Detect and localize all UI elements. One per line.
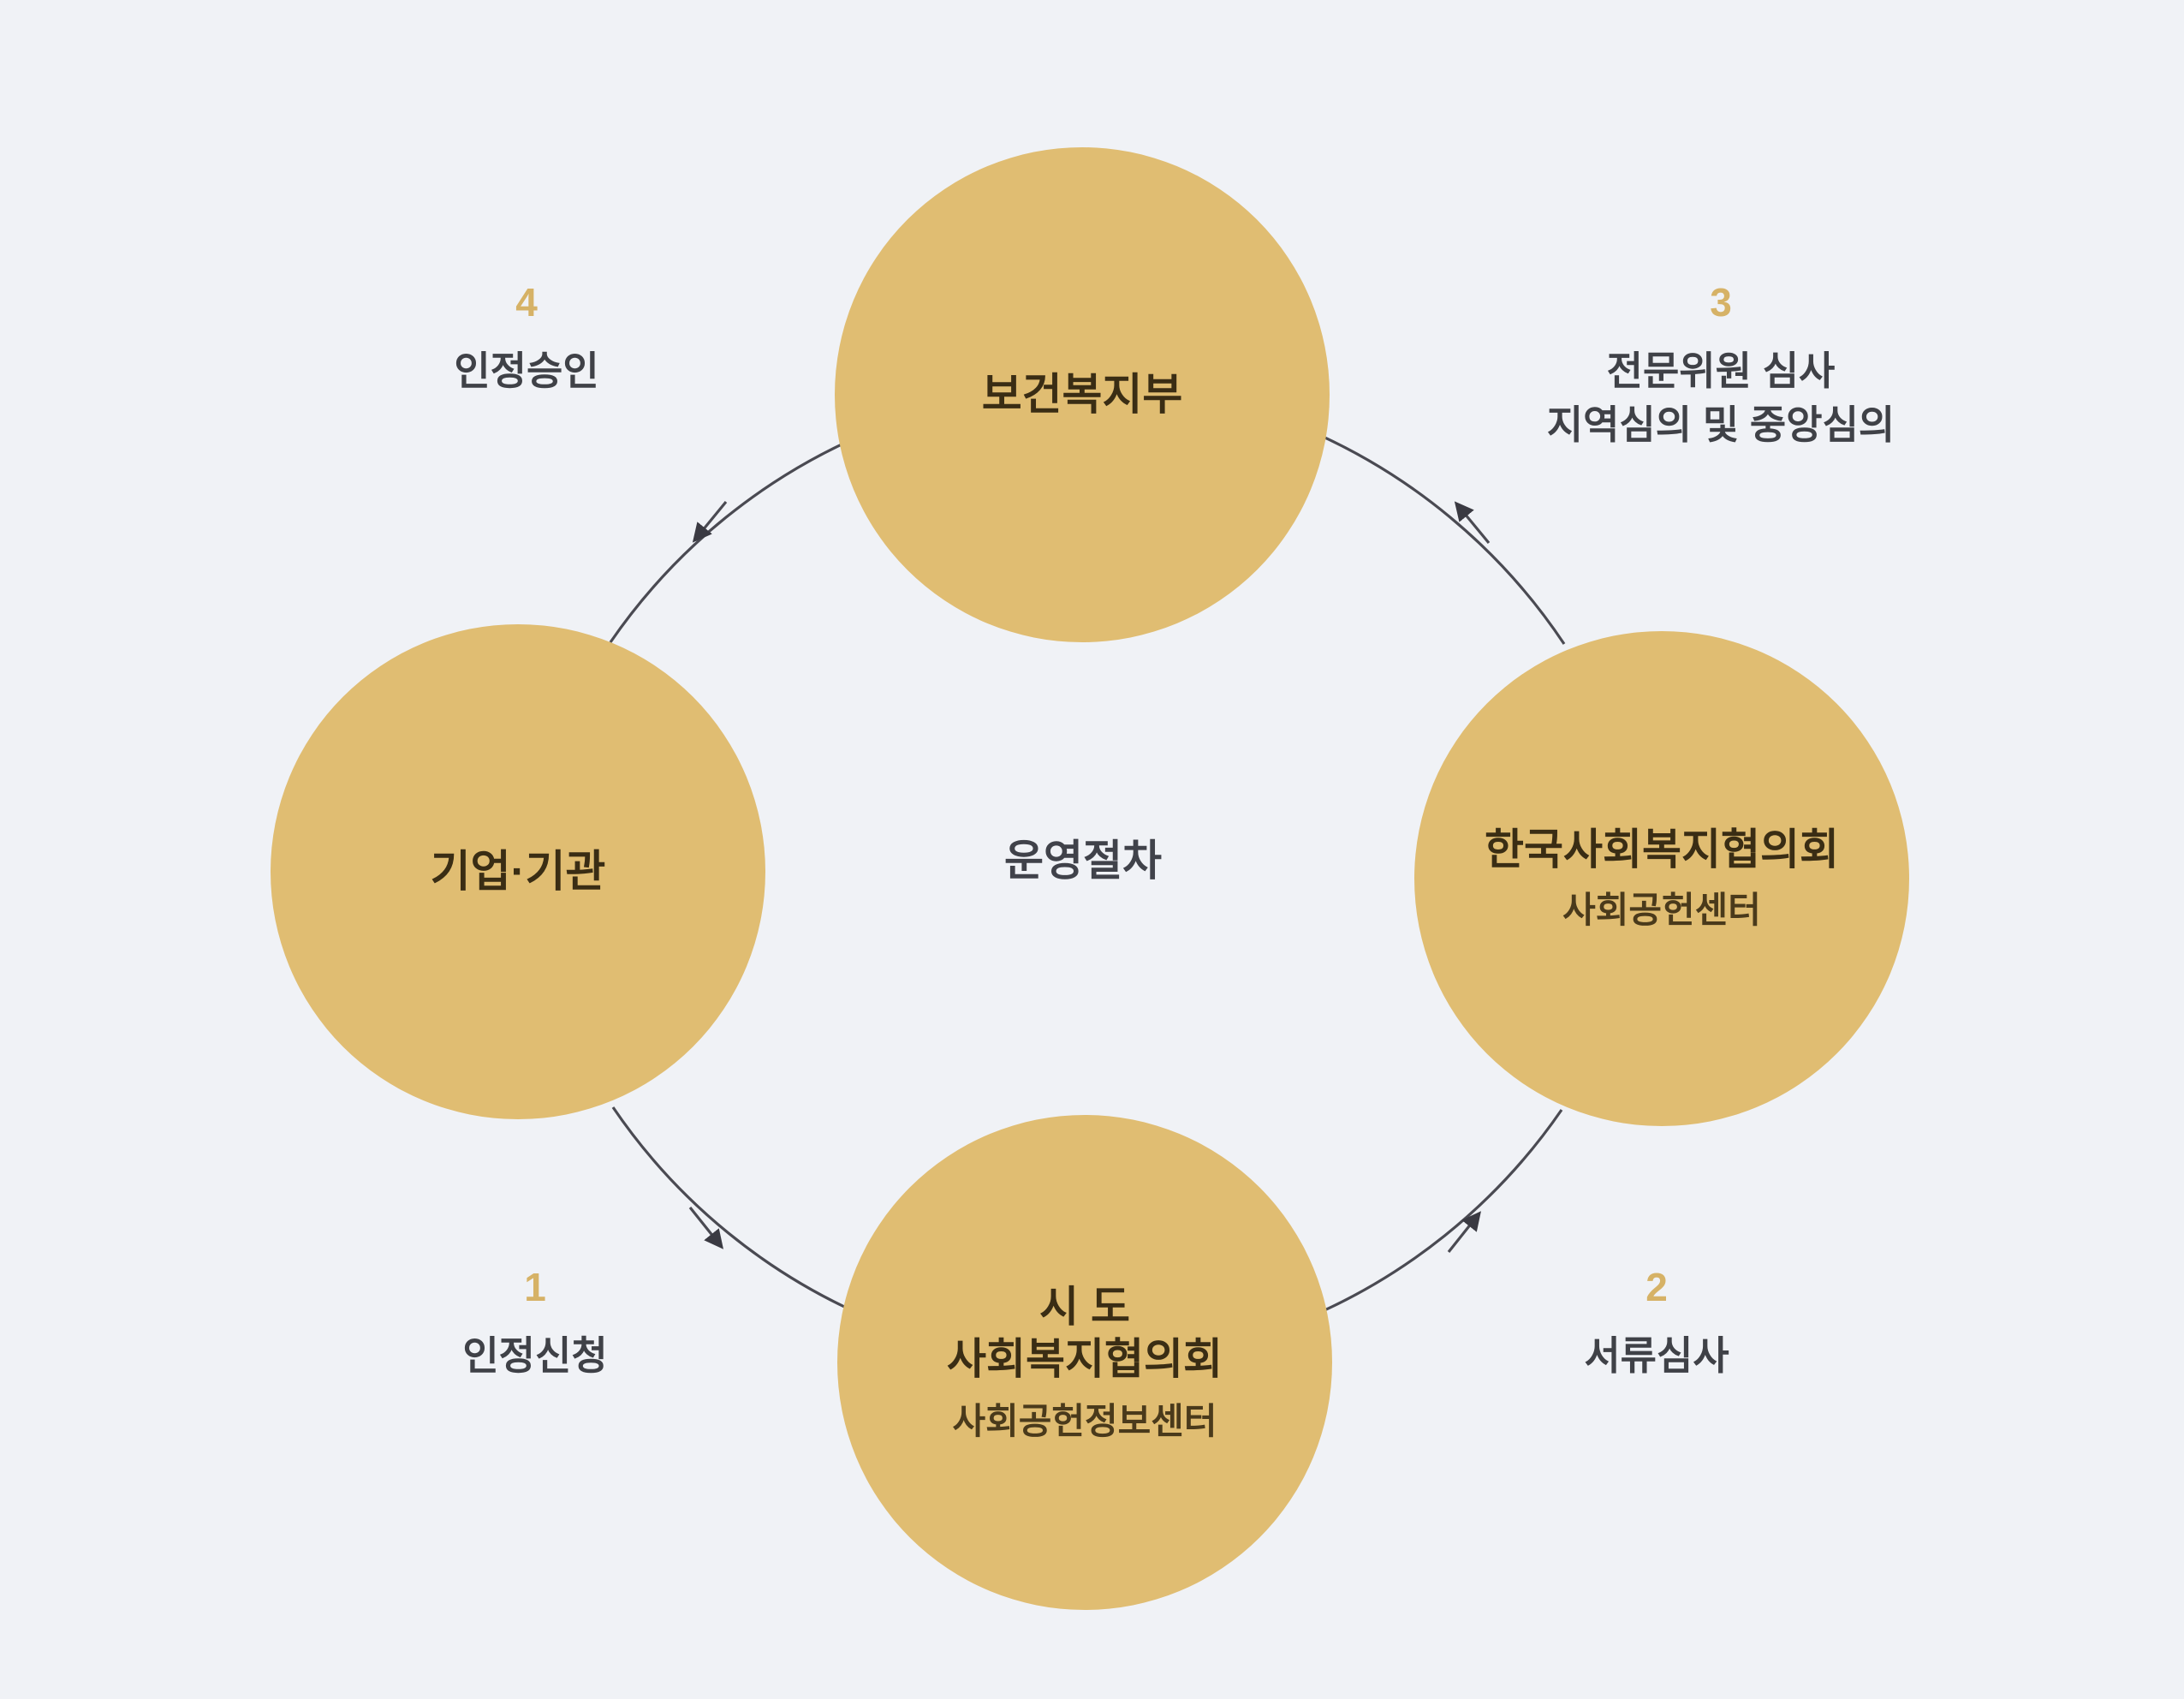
step-caption-1: 1 인정신청 xyxy=(325,1267,745,1383)
step-number: 3 xyxy=(1710,280,1732,325)
step-caption-2: 2 서류심사 xyxy=(1455,1267,1858,1383)
node-title: 한국사회복지협의회 xyxy=(1485,826,1839,874)
step-label: 인정신청 xyxy=(462,1333,608,1378)
arrow-path-step-4 xyxy=(609,429,873,643)
step-label: 인정승인 xyxy=(454,349,599,393)
step-label: 서류심사 xyxy=(1584,1333,1729,1378)
node-title: 보건복지부 xyxy=(981,369,1183,419)
node-provincial-council-on-social-welfare[interactable]: 시 도 사회복지협의회 사회공헌정보센터 xyxy=(837,1115,1332,1610)
step-caption-3: 3 전문위원 심사 지역심의 및 중앙심의 xyxy=(1473,283,1969,453)
node-korea-national-council-on-social-welfare[interactable]: 한국사회복지협의회 사회공헌센터 xyxy=(1414,631,1909,1126)
arrow-mid-step-4 xyxy=(692,500,728,543)
arrow-path-step-3 xyxy=(1303,426,1566,645)
node-subtitle: 사회공헌정보센터 xyxy=(952,1400,1217,1441)
step-number: 1 xyxy=(524,1265,546,1309)
arrow-mid-step-1 xyxy=(688,1207,723,1249)
node-subtitle: 사회공헌센터 xyxy=(1562,890,1761,931)
step-number: 2 xyxy=(1645,1265,1668,1309)
step-number: 4 xyxy=(515,280,538,325)
center-label-operating-procedure: 운영절차 xyxy=(1004,837,1162,885)
node-title: 시 도 사회복지협의회 xyxy=(947,1282,1223,1383)
node-ministry-of-health-and-welfare[interactable]: 보건복지부 xyxy=(835,147,1330,642)
arrow-mid-step-2 xyxy=(1447,1211,1481,1253)
arrow-mid-step-3 xyxy=(1454,501,1491,545)
node-title: 기업·기관 xyxy=(430,846,606,896)
step-label: 전문위원 심사 지역심의 및 중앙심의 xyxy=(1546,349,1895,448)
node-company-institution[interactable]: 기업·기관 xyxy=(271,624,765,1119)
step-caption-4: 4 인정승인 xyxy=(325,283,728,398)
